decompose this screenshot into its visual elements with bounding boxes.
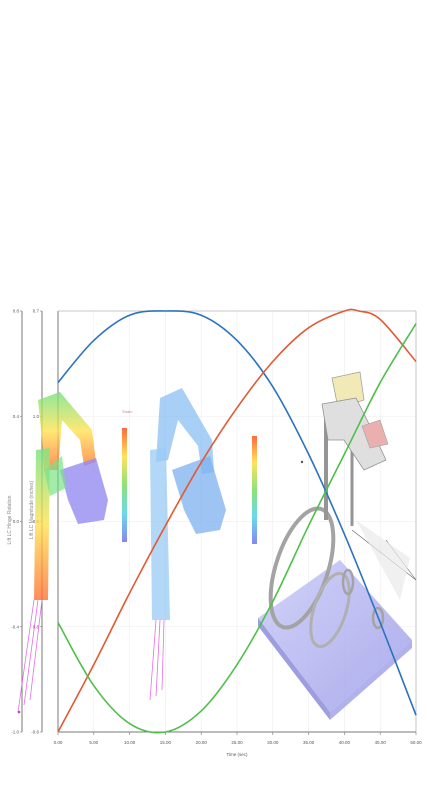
x-tick-label: 30.00	[267, 740, 279, 745]
y-tick-label: 0.7	[33, 309, 40, 314]
x-axis-title: Time (sec)	[226, 752, 248, 757]
series-line-2	[57, 308, 417, 733]
series-line-3	[57, 323, 417, 734]
simulation-overlay: Strain	[17, 371, 417, 720]
x-tick-label: 15.00	[160, 740, 172, 745]
y-tick-label: -0.4	[11, 624, 19, 629]
x-axis-ticks: 0.00 5.00 10.00 15.00 20.00 25.00 30.00 35.00 40…	[54, 732, 422, 745]
color-legend-strain: Strain	[122, 409, 132, 542]
middle-frame-model	[149, 388, 226, 701]
x-tick-label: 20.00	[196, 740, 208, 745]
y-tick-label: 0.6	[33, 624, 40, 629]
color-legend-strain-title: Strain	[122, 409, 132, 414]
y-axis-1-title: Lift LC Hinge Rotation	[7, 495, 13, 544]
x-tick-label: 45.00	[375, 740, 387, 745]
series-line-1	[57, 310, 417, 716]
x-tick-label: 5.00	[89, 740, 98, 745]
x-tick-label: 40.00	[339, 740, 351, 745]
y-axis-2-title: Lift LC Magnitude (inches)	[29, 480, 35, 539]
x-tick-label: 50.00	[410, 740, 422, 745]
x-tick-label: 0.00	[54, 740, 63, 745]
y-tick-label: -0.6	[31, 730, 39, 735]
y-axis-1-ticks: 0.8 0.4 0.0 -0.4 -1.0	[11, 309, 22, 735]
series-group	[57, 308, 417, 734]
y-tick-label: -1.0	[11, 730, 19, 735]
x-tick-label: 10.00	[124, 740, 136, 745]
x-tick-label: 25.00	[231, 740, 243, 745]
wheelchair-assembly-model	[258, 371, 417, 720]
left-frame-model	[17, 392, 108, 714]
y-tick-label: 1.0	[33, 414, 40, 419]
color-legend-displacement	[252, 436, 257, 544]
y-tick-label: 0.8	[13, 309, 20, 314]
x-tick-label: 35.00	[303, 740, 315, 745]
y-tick-label: 0.0	[13, 519, 20, 524]
y-tick-label: 0.4	[13, 414, 20, 419]
